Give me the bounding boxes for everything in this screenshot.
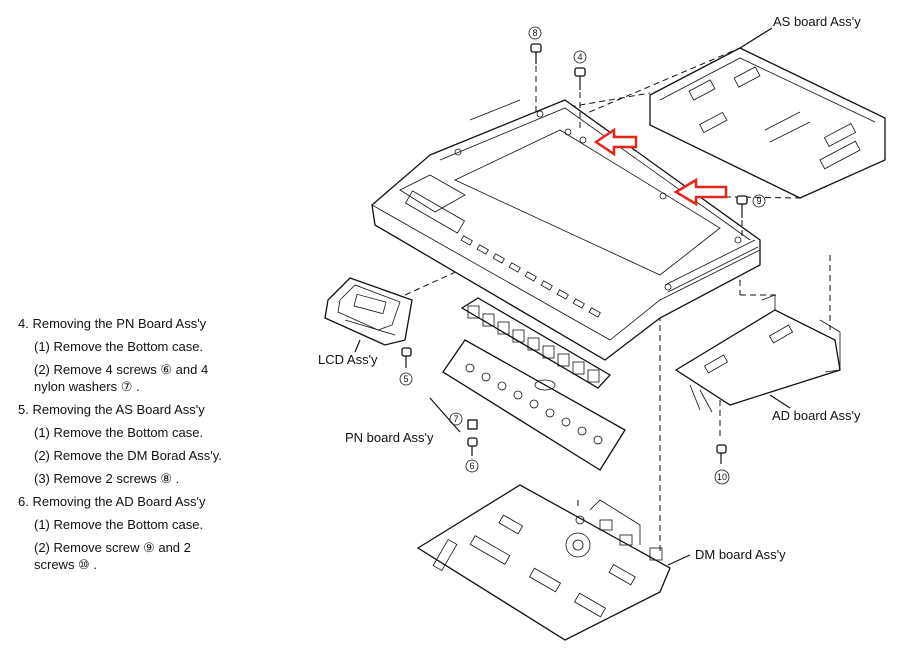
svg-text:10: 10 (717, 472, 727, 482)
step-as-board: 5. Removing the AS Board Ass'y (1) Remov… (18, 398, 308, 490)
screw-5 (401, 347, 412, 368)
red-arrow-upper (593, 127, 638, 157)
callout-5: 5 (399, 372, 413, 386)
washer-7 (467, 419, 478, 430)
step-item: (2) Remove 4 screws ⑥ and 4 nylon washer… (34, 362, 209, 394)
step-item: (2) Remove the DM Borad Ass'y. (34, 448, 222, 463)
callout-10: 10 (714, 469, 730, 485)
case-key-row (460, 235, 601, 318)
step-item: (3) Remove 2 screws ⑧ . (34, 471, 180, 486)
step-title: 5. Removing the AS Board Ass'y (18, 402, 205, 417)
screw-8 (530, 43, 542, 112)
step-item: (1) Remove the Bottom case. (34, 339, 204, 354)
dm-board-label: DM board Ass'y (695, 547, 786, 562)
lcd-drawing (324, 277, 413, 346)
callout-7: 7 (449, 412, 463, 426)
pn-board-drawing (442, 339, 626, 471)
lcd-label: LCD Ass'y (318, 352, 378, 367)
screw-4 (574, 67, 586, 132)
step-pn-board: 4. Removing the PN Board Ass'y (1) Remov… (18, 312, 308, 395)
callout-8: 8 (528, 26, 542, 40)
svg-text:4: 4 (577, 52, 582, 62)
ad-board-label: AD board Ass'y (772, 408, 861, 423)
svg-text:5: 5 (403, 374, 408, 384)
key-strip-drawing (460, 297, 612, 389)
screw-6 (467, 437, 478, 456)
instruction-steps: 4. Removing the PN Board Ass'y (1) Remov… (18, 312, 308, 576)
as-board-drawing (649, 47, 886, 199)
callout-4: 4 (573, 50, 587, 64)
svg-text:6: 6 (469, 461, 474, 471)
screw-10 (716, 444, 727, 464)
dm-board-drawing (416, 484, 671, 641)
as-board-label: AS board Ass'y (773, 14, 861, 29)
step-item: (2) Remove screw ⑨ and 2 screws ⑩ . (34, 540, 191, 572)
step-title: 4. Removing the PN Board Ass'y (18, 316, 207, 331)
red-arrow-lower (673, 177, 728, 207)
step-ad-board: 6. Removing the AD Board Ass'y (1) Remov… (18, 490, 308, 573)
step-item: (1) Remove the Bottom case. (34, 425, 204, 440)
screw-9 (736, 195, 748, 238)
svg-text:7: 7 (453, 414, 458, 424)
pn-board-label: PN board Ass'y (345, 430, 434, 445)
callout-6: 6 (465, 459, 479, 473)
step-item: (1) Remove the Bottom case. (34, 517, 204, 532)
callout-9: 9 (752, 194, 766, 208)
svg-text:9: 9 (756, 196, 761, 206)
svg-text:8: 8 (532, 28, 537, 38)
ad-board-drawing (674, 294, 841, 413)
step-title: 6. Removing the AD Board Ass'y (18, 494, 206, 509)
